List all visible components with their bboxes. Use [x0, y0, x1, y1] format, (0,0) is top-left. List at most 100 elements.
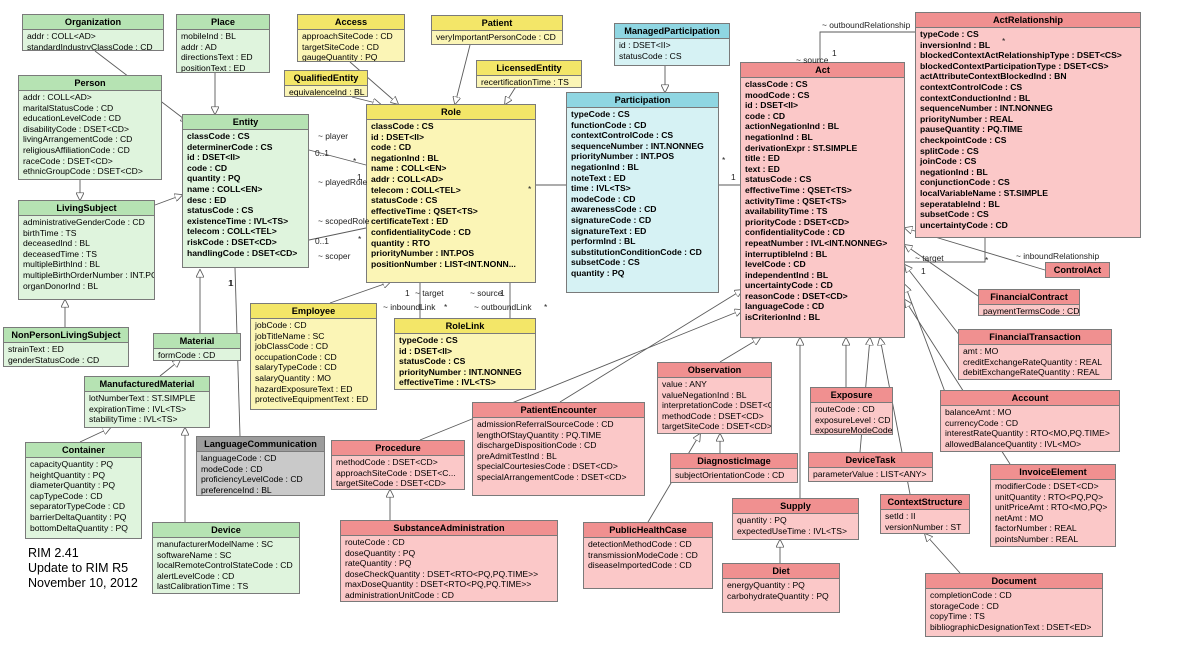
- association-label: ~ source: [470, 288, 503, 298]
- class-attribute: contextControlCode : CS: [571, 130, 674, 141]
- class-attribute: expirationTime : IVL<TS>: [89, 403, 187, 414]
- class-attribute: setId : II: [885, 511, 916, 521]
- class-attribute: carbohydrateQuantity : PQ: [727, 590, 829, 601]
- class-name: Place: [177, 15, 269, 30]
- class-attribute: quantity : PQ: [187, 173, 241, 184]
- class-attribute: negationInd : BL: [745, 131, 813, 142]
- class-attribute: checkpointCode : CS: [920, 134, 1007, 145]
- class-name: Exposure: [811, 388, 892, 403]
- class-attribute: heightQuantity : PQ: [30, 469, 105, 480]
- association-label: ~ inboundRelationship: [1016, 251, 1100, 261]
- class-attribute: effectiveTime : IVL<TS>: [399, 377, 496, 388]
- class-attribute: approachSiteCode : CD: [302, 31, 393, 41]
- class-attribute: maxDoseQuantity : DSET<RTO<PQ,PQ.TIME>>: [345, 579, 532, 590]
- class-attribute: bottomDeltaQuantity : PQ: [30, 522, 128, 533]
- class-attribute: strainText : ED: [8, 344, 64, 354]
- association-label: ~ target: [915, 253, 944, 263]
- class-attribute: veryImportantPersonCode : CD: [436, 32, 556, 42]
- class-attribute: genderStatusCode : CD: [8, 354, 100, 365]
- gen-licensed-role: [505, 87, 516, 104]
- class-attribute: id : DSET<II>: [619, 40, 671, 50]
- class-attribute: effectiveTime : QSET<TS>: [371, 205, 478, 216]
- class-attribute: equivalenceInd : BL: [289, 87, 365, 97]
- class-name: Participation: [567, 93, 718, 108]
- class-attribute: capTypeCode : CD: [30, 490, 103, 501]
- class-attribute: educationLevelCode : CD: [23, 113, 121, 124]
- gen-access-role: [349, 61, 398, 104]
- class-attribute: preAdmitTestInd : BL: [477, 450, 557, 461]
- class-attribute: certificateText : ED: [371, 216, 449, 227]
- class-attribute: uncertaintyCode : CD: [745, 280, 833, 291]
- association-label: 1: [832, 48, 837, 58]
- class-attribute: desc : ED: [187, 194, 227, 205]
- class-attribute: proficiencyLevelCode : CD: [201, 474, 303, 485]
- attribute-list: veryImportantPersonCode : CD: [432, 31, 562, 44]
- class-attribute: occupationCode : CD: [255, 351, 337, 362]
- class-attribute: exposureLevel : CD: [815, 414, 891, 425]
- association-label: ~ outboundRelationship: [822, 20, 911, 30]
- class-name: Organization: [23, 15, 163, 30]
- class-attribute: statusCode : CS: [745, 174, 812, 185]
- class-attribute: derivationExpr : ST.SIMPLE: [745, 142, 858, 153]
- class-attribute: specialCourtesiesCode : DSET<CD>: [477, 461, 618, 472]
- class-attribute: paymentTermsCode : CD: [983, 306, 1080, 316]
- class-name: ManagedParticipation: [615, 24, 729, 39]
- attribute-list: formCode : CD: [154, 349, 240, 360]
- class-attribute: debitExchangeRateQuantity : REAL: [963, 367, 1100, 378]
- class-attribute: administrativeGenderCode : CD: [23, 217, 145, 227]
- class-name: Container: [26, 443, 141, 458]
- class-attribute: jobCode : CD: [255, 320, 307, 330]
- class-attribute: moodCode : CS: [745, 89, 810, 100]
- class-name: ControlAct: [1046, 263, 1109, 277]
- class-attribute: amt : MO: [963, 346, 999, 356]
- attribute-list: methodCode : DSET<CD>approachSiteCode : …: [332, 456, 464, 489]
- class-attribute: typeCode : CS: [571, 109, 630, 119]
- association-label: 1: [731, 172, 736, 182]
- association-label: *: [353, 156, 357, 166]
- class-attribute: diseaseImportedCode : CD: [588, 560, 692, 571]
- class-attribute: priorityCode : DSET<CD>: [745, 216, 850, 227]
- class-attribute: languageCode : CD: [745, 301, 825, 312]
- class-attribute: addr : COLL<AD>: [23, 92, 92, 102]
- association-label: *: [528, 184, 532, 194]
- class-name: ActRelationship: [916, 13, 1140, 28]
- class-attribute: telecom : COLL<TEL>: [187, 226, 277, 237]
- class-attribute: contextConductionInd : BL: [920, 92, 1031, 103]
- class-attribute: blockedContextParticipationType : DSET<C…: [920, 60, 1109, 71]
- class-attribute: livingArrangementCode : CD: [23, 134, 133, 145]
- class-attribute: uncertaintyCode : CD: [920, 219, 1008, 230]
- gen-observation-act: [719, 338, 760, 363]
- association-label: *: [1002, 36, 1006, 46]
- class-attribute: energyQuantity : PQ: [727, 580, 805, 590]
- class-name: Access: [298, 15, 404, 30]
- class-attribute: jobClassCode : CD: [255, 341, 329, 352]
- class-attribute: subjectOrientationCode : CD: [675, 470, 785, 480]
- class-attribute: lengthOfStayQuantity : PQ.TIME: [477, 429, 602, 440]
- class-attribute: confidentialityCode : CD: [745, 227, 845, 238]
- class-attribute: rateQuantity : PQ: [345, 558, 412, 569]
- class-name: PatientEncounter: [473, 403, 644, 418]
- class-attribute: interestRateQuantity : RTO<MO,PQ.TIME>: [945, 428, 1110, 439]
- class-attribute: recertificationTime : TS: [481, 77, 569, 87]
- class-attribute: telecom : COLL<TEL>: [371, 184, 461, 195]
- version-note: RIM 2.41 Update to RIM R5 November 10, 2…: [28, 546, 138, 591]
- class-attribute: salaryQuantity : MO: [255, 372, 331, 383]
- class-attribute: subsetCode : CS: [571, 257, 640, 268]
